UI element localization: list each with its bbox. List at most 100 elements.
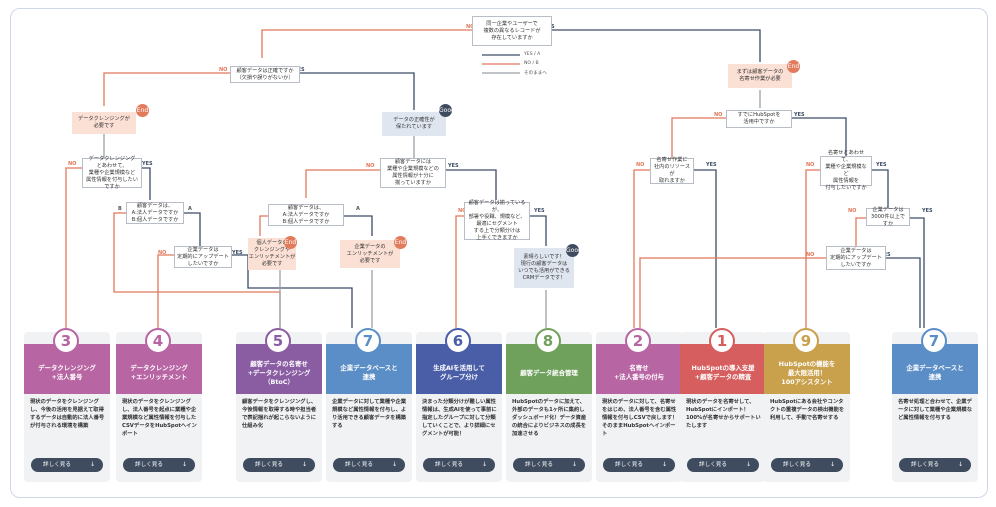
solution-card: データクレンジング +エンリッチメント 4 現状のデータをクレンジングし、法人番… (116, 328, 202, 482)
end-badge: End (284, 236, 297, 249)
card-description: 顧客データをクレンジングし、今後情報を取得する時や担当者で表記揺れが起こらないよ… (242, 399, 317, 429)
label-a: A (356, 206, 360, 212)
card-number: 1 (709, 328, 735, 354)
edge-ab-mid-a (344, 215, 373, 236)
legend-no: NO / B (524, 61, 539, 66)
card-description: 名寄せ処理と合わせて、企業データに対して業種や企業規模など属性情報を付与する (898, 399, 972, 421)
read-more-label: 詳しく見る (699, 462, 727, 468)
edge-ab-mid-b (259, 215, 268, 236)
read-more-label: 詳しく見る (345, 462, 373, 468)
solution-card: 顧客データ統合管理 8 HubSpotのデータに加えて、外部のデータも1ヶ所に集… (506, 328, 592, 482)
read-more-label: 詳しく見る (43, 462, 71, 468)
read-more-label: 詳しく見る (525, 462, 553, 468)
read-more-button[interactable]: 詳しく見る↓ (687, 458, 759, 472)
edge-correct-yes (300, 72, 415, 110)
arrow-down-icon: ↓ (301, 461, 307, 468)
label-yes: YES (922, 208, 933, 214)
read-more-label: 詳しく見る (255, 462, 283, 468)
question-update-right: 企業データは 定期的にアップデート したいですか (826, 246, 886, 270)
card-description: 企業データに対して業種や企業規模など属性情報を付与し、より活用できる顧客データを… (332, 399, 407, 429)
read-more-button[interactable]: 詳しく見る ↓ (31, 458, 103, 472)
read-more-button[interactable]: 詳しく見る ↓ (771, 458, 843, 472)
legend-yes: YES / A (524, 52, 541, 57)
edge-upd-r-yes (886, 257, 921, 328)
read-more-button[interactable]: 詳しく見る ↓ (513, 458, 585, 472)
label-yes: YES (706, 162, 717, 168)
edge-clean-yes (140, 167, 151, 200)
solution-card: 企業データベースと 連携 7 企業データに対して業種や企業規模など属性情報を付与… (326, 328, 412, 482)
read-more-label: 詳しく見る (783, 462, 811, 468)
edge-res-no (633, 169, 650, 328)
arrow-down-icon: ↓ (89, 461, 95, 468)
label-yes: YES (232, 250, 243, 256)
arrow-down-icon: ↓ (181, 461, 187, 468)
arrow-down-icon: ↓ (829, 461, 835, 468)
solution-card: 生成AIを活用して グループ分け 6 決まった分類分けが難しい属性情報は、生成A… (416, 328, 502, 482)
question-nayose-resource: 名寄せ作業に 社内のリソースが 取れますか (650, 157, 694, 184)
card-number: 7 (355, 328, 381, 354)
label-a: A (188, 206, 192, 212)
question-attr-right: 名寄せとあわせて、 業種や企業規模など 属性情報を 付与したいですか (820, 150, 872, 191)
read-more-label: 詳しく見る (911, 462, 939, 468)
card-description: 現状のデータに対して、名寄せをはじめ、法人番号を含む属性情報を付与しCSVで戻し… (602, 399, 678, 437)
edge-ab-left-a (184, 212, 201, 246)
edge-top-no (261, 29, 472, 58)
read-more-button[interactable]: 詳しく見る ↓ (243, 458, 315, 472)
card-number: 9 (793, 328, 819, 354)
edge-attr-r-no (805, 169, 820, 328)
result-nayose-first: まずは顧客データの 名寄せ作業が必要 (728, 64, 792, 88)
solution-card: 名寄せ +法人番号の付与 2 現状のデータに対して、名寄せをはじめ、法人番号を含… (596, 328, 682, 482)
label-yes: YES (534, 208, 545, 214)
read-more-button[interactable]: 詳しく見る ↓ (333, 458, 405, 472)
edge-seg-yes (530, 215, 547, 246)
read-more-label: 詳しく見る (435, 462, 463, 468)
result-cleansing-needed: データクレンジングが 必要です (72, 112, 136, 134)
read-more-button[interactable]: 詳しく見る ↓ (603, 458, 675, 472)
card-number: 8 (535, 328, 561, 354)
end-badge: End (394, 236, 407, 249)
read-more-label: 詳しく見る (615, 462, 643, 468)
result-ok-hubspot: 素晴らしいです！ 現行の顧客データは いつでも活用ができる CRMデータです！ (514, 248, 574, 288)
arrow-down-icon: ↓ (661, 461, 667, 468)
label-yes: YES (876, 162, 887, 168)
solution-card: HubSpotの導入支援 +顧客データの精査 1 現状のデータを名寄せして、Hu… (680, 328, 766, 482)
label-no: NO (458, 208, 467, 214)
card-number: 2 (625, 328, 651, 354)
card-description: 現状のデータを名寄せして、HubSpotにインポート！100%が名寄せからサポー… (686, 399, 761, 429)
arrow-down-icon: ↓ (957, 461, 963, 468)
edge-ab-left-b (113, 212, 281, 328)
edge-seg-no (455, 215, 464, 328)
arrow-down-icon: ↓ (571, 461, 577, 468)
arrow-down-icon: ↓ (391, 461, 397, 468)
label-no: NO (714, 112, 723, 118)
edge-res-yes (694, 169, 717, 328)
solution-card: HubSpotの機能を 最大限活用！ 100アシスタント 9 HubSpotにあ… (764, 328, 850, 482)
card-description: 決まった分類分けが難しい属性情報は、生成AIを使って事前に指定したグループに対し… (422, 399, 497, 437)
card-description: HubSpotにある会社やコンタクトの重複データの検出機能を利用して、手動で名寄… (770, 399, 845, 421)
question-hubspot-use: すでにHubSpotを 活用中ですか (726, 110, 792, 128)
card-number: 5 (265, 328, 291, 354)
arrow-down-icon: ↓ (481, 461, 487, 468)
edge-hs-yes (792, 117, 847, 158)
label-no: NO (636, 162, 645, 168)
solution-card: データクレンジング +法人番号 3 現状のデータをクレンジングし、今後の活用を見… (24, 328, 110, 482)
card-number: 4 (145, 328, 171, 354)
edge-top-yes (552, 29, 761, 62)
edge-hs-no (671, 117, 726, 158)
question-ab-left: 顧客データは、 A:法人データですか B:個人データですか (126, 202, 184, 224)
edge-upd-left-no (157, 254, 174, 328)
label-no: NO (366, 163, 375, 169)
card-description: HubSpotのデータに加えて、外部のデータも1ヶ所に集約しダッシュボード化！デ… (512, 399, 587, 437)
edge-correct-no (103, 72, 230, 106)
card-description: 現状のデータをクレンジングし、今後の活用を見据えて取得するデータは自動的に法人番… (30, 399, 105, 429)
read-more-button[interactable]: 詳しく見る ↓ (423, 458, 495, 472)
edge-attr-no (305, 169, 380, 198)
label-no: NO (219, 67, 228, 73)
read-more-button[interactable]: 詳しく見る↓ (123, 458, 195, 472)
solution-card: 顧客データの名寄せ +データクレンジング （BtoC） 5 顧客データをクレンジ… (236, 328, 322, 482)
end-badge: End (136, 104, 149, 117)
question-attr-enough: 顧客データには 業種や企業規模などの 属性情報が十分に 揃っていますか (380, 158, 446, 188)
read-more-button[interactable]: 詳しく見る ↓ (899, 458, 971, 472)
label-b: B (118, 206, 122, 212)
